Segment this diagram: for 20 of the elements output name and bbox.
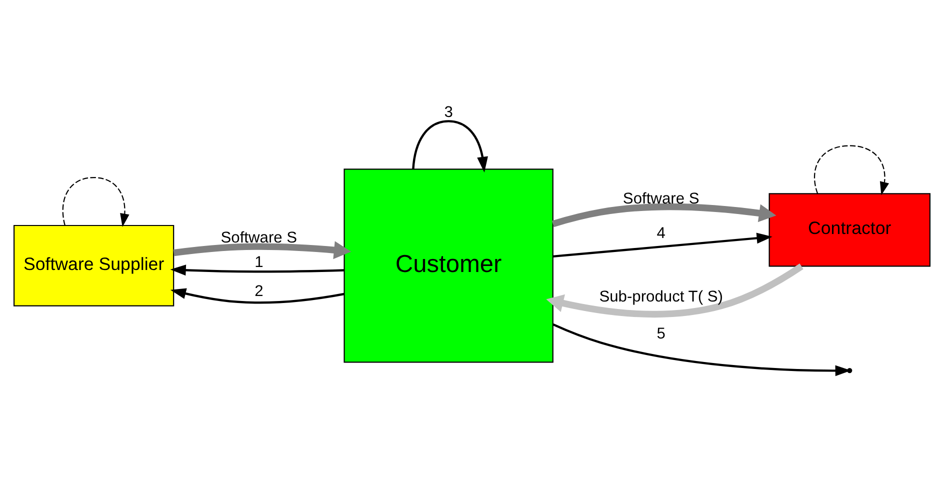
edge-label: 5: [656, 325, 666, 342]
edge-label: Software S: [622, 190, 700, 208]
edge-label: Software S: [220, 229, 298, 246]
arrow: [170, 264, 344, 276]
edge-label: 1: [254, 254, 264, 272]
edge-label: 3: [444, 104, 453, 121]
node-box: Software Supplier: [14, 224, 174, 306]
arrow: [814, 145, 890, 196]
arrow: [412, 120, 488, 172]
arrow: [552, 203, 776, 228]
arrow: [173, 241, 352, 260]
node-box: Customer: [344, 168, 554, 363]
arrow: [62, 176, 130, 227]
edge-label: 2: [254, 283, 264, 300]
arrow: [546, 264, 804, 318]
edge-label: 4: [656, 225, 666, 242]
arrow: [552, 232, 772, 258]
arrow: [170, 288, 344, 304]
edge-label: Sub-product T( S): [599, 288, 723, 306]
node-box: Contractor: [768, 193, 930, 267]
